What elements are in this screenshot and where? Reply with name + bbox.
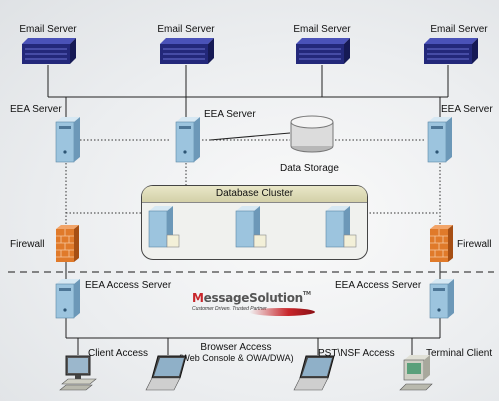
eea-server-label-2: EEA Server xyxy=(204,109,256,120)
firewall-brick-icon xyxy=(56,225,79,262)
eea-server-tower-icon xyxy=(55,117,80,163)
messagesolution-logo: MessageSolutionTM Customer Driven. Trust… xyxy=(192,291,326,321)
email-server-label-2: Email Server xyxy=(157,24,215,35)
browser-access-detail: (Web Console & OWA/DWA) xyxy=(178,353,294,363)
eea-access-server-icon xyxy=(429,279,454,319)
eea-server-tower-icon xyxy=(427,117,452,163)
data-storage-cylinder-icon xyxy=(290,115,334,153)
cluster-server-icon xyxy=(148,206,180,248)
firewall-label-2: Firewall xyxy=(457,239,492,250)
eea-server-label-1: EEA Server xyxy=(10,104,62,115)
eea-access-server-label-2: EEA Access Server xyxy=(335,280,422,291)
database-cluster-label: Database Cluster xyxy=(142,186,367,203)
desktop-computer-icon xyxy=(59,355,97,391)
email-server-label-4: Email Server xyxy=(430,24,488,35)
terminal-client-label: Terminal Client xyxy=(426,348,493,359)
email-server-rack-icon xyxy=(424,38,478,64)
email-server-label-1: Email Server xyxy=(19,24,77,35)
email-server-rack-icon xyxy=(296,38,350,64)
logo-swoosh xyxy=(249,308,315,316)
pst-nsf-access-label: PST\NSF Access xyxy=(318,348,395,359)
laptop-icon xyxy=(145,355,187,391)
terminal-computer-icon xyxy=(399,355,433,391)
email-server-label-3: Email Server xyxy=(293,24,351,35)
firewall-brick-icon xyxy=(430,225,453,262)
eea-server-tower-icon xyxy=(175,117,200,163)
cluster-server-icon xyxy=(325,206,357,248)
eea-server-label-3: EEA Server xyxy=(441,104,493,115)
email-server-rack-icon xyxy=(22,38,76,64)
laptop-icon xyxy=(293,355,335,391)
client-access-label: Client Access xyxy=(88,348,149,359)
cluster-server-icon xyxy=(235,206,267,248)
logo-wordmark: MessageSolutionTM xyxy=(192,291,311,305)
eea-access-server-label-1: EEA Access Server xyxy=(85,280,172,291)
firewall-label-1: Firewall xyxy=(10,239,45,250)
logo-tagline: Customer Driven. Trusted Partner xyxy=(192,306,267,312)
eea-access-server-icon xyxy=(55,279,80,319)
browser-access-label: Browser Access xyxy=(200,342,272,353)
email-server-rack-icon xyxy=(160,38,214,64)
data-storage-label: Data Storage xyxy=(280,163,339,174)
